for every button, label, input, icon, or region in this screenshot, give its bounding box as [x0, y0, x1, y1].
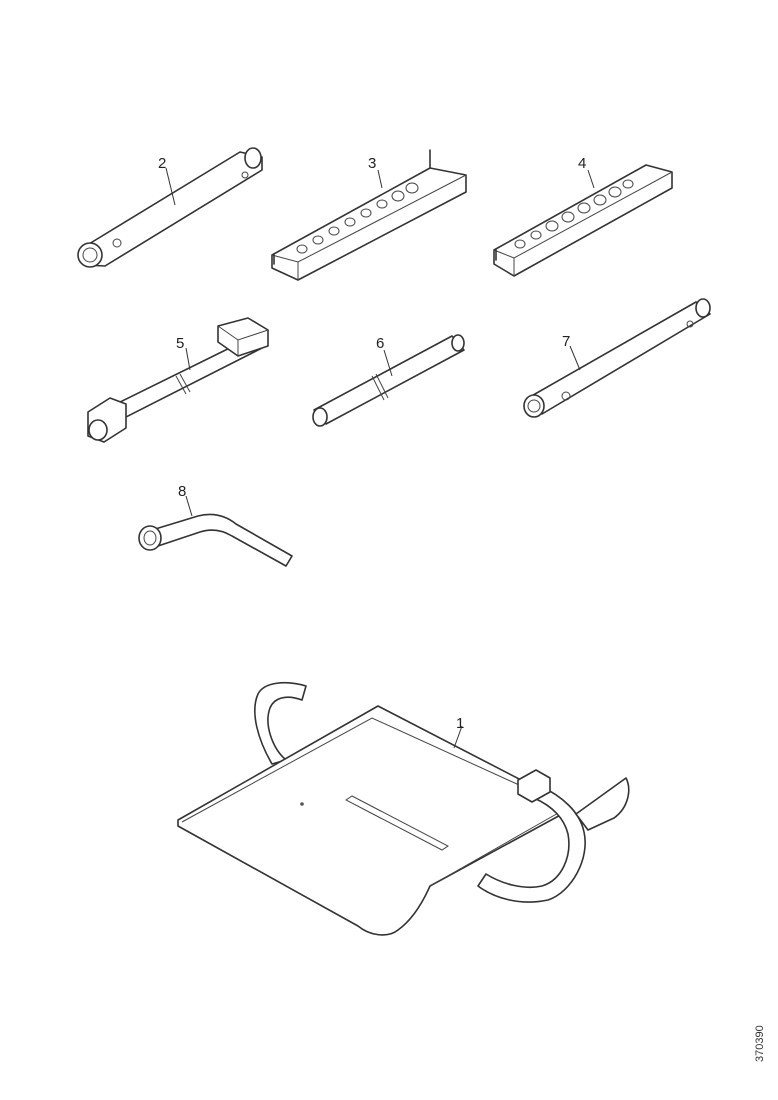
rack-4-sockets — [514, 179, 634, 249]
callout-8: 8 — [178, 483, 186, 500]
part-4-socket-rack — [493, 164, 673, 277]
part-3-socket-rack — [271, 149, 467, 281]
callout-4: 4 — [578, 155, 586, 172]
part-7-tube-wrench — [523, 298, 711, 418]
part-2-tube-wrench — [77, 147, 263, 268]
reference-code: 370390 — [754, 1025, 766, 1062]
callout-3: 3 — [368, 155, 376, 172]
callout-1: 1 — [456, 715, 464, 732]
part-6-extension-tube — [312, 334, 465, 427]
callout-7: 7 — [562, 333, 570, 350]
rack-3-sockets — [296, 182, 419, 254]
part-5-wrench — [87, 317, 269, 443]
callout-2: 2 — [158, 155, 166, 172]
part-8-cranked-wrench — [138, 495, 293, 567]
callout-5: 5 — [176, 335, 184, 352]
part-1-tool-tray — [177, 681, 630, 936]
callout-6: 6 — [376, 335, 384, 352]
